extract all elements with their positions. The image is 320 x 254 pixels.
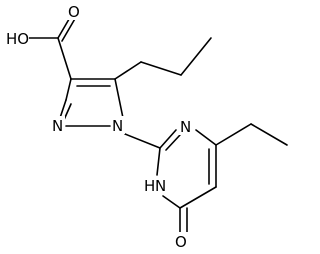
bond-c5-n1 xyxy=(114,78,124,119)
atom-label-hydroxyl: HO xyxy=(6,30,29,48)
chemical-structure: HO O N N N H N O xyxy=(5,2,288,251)
bond-c6-n1h xyxy=(162,195,181,209)
atom-label-pyrazole-n1: N xyxy=(112,117,123,135)
bond-c2-n3-double xyxy=(165,134,181,151)
bonds xyxy=(28,13,288,233)
bond-propyl-3 xyxy=(180,37,212,76)
bond-c2-n3 xyxy=(159,129,177,149)
bond-propyl-1 xyxy=(114,61,142,80)
atom-label-pyrimidine-nh-n: N xyxy=(155,177,166,195)
atom-label-pyrimidine-nh-h: H xyxy=(144,177,155,195)
bond-c-o-double-b xyxy=(61,16,77,42)
bond-n3-c4 xyxy=(195,129,217,146)
atom-labels: HO O N N N H N O xyxy=(5,2,193,251)
atom-label-ketone-oxygen: O xyxy=(175,233,187,251)
atom-label-carbonyl-oxygen: O xyxy=(68,3,80,21)
bond-ethyl-2 xyxy=(250,123,288,146)
bond-c4-cooh xyxy=(57,37,72,80)
bond-n1-c2 xyxy=(124,133,161,149)
bond-propyl-2 xyxy=(140,61,182,76)
bond-c3-c4 xyxy=(65,78,72,101)
bond-n2-c3 xyxy=(59,99,67,119)
bond-n1h-c2 xyxy=(156,147,161,176)
atom-label-pyrimidine-n3: N xyxy=(180,118,191,136)
bond-ethyl-1 xyxy=(215,123,252,146)
bond-c5p-c6 xyxy=(179,186,217,209)
atom-label-pyrazole-n2: N xyxy=(52,117,63,135)
